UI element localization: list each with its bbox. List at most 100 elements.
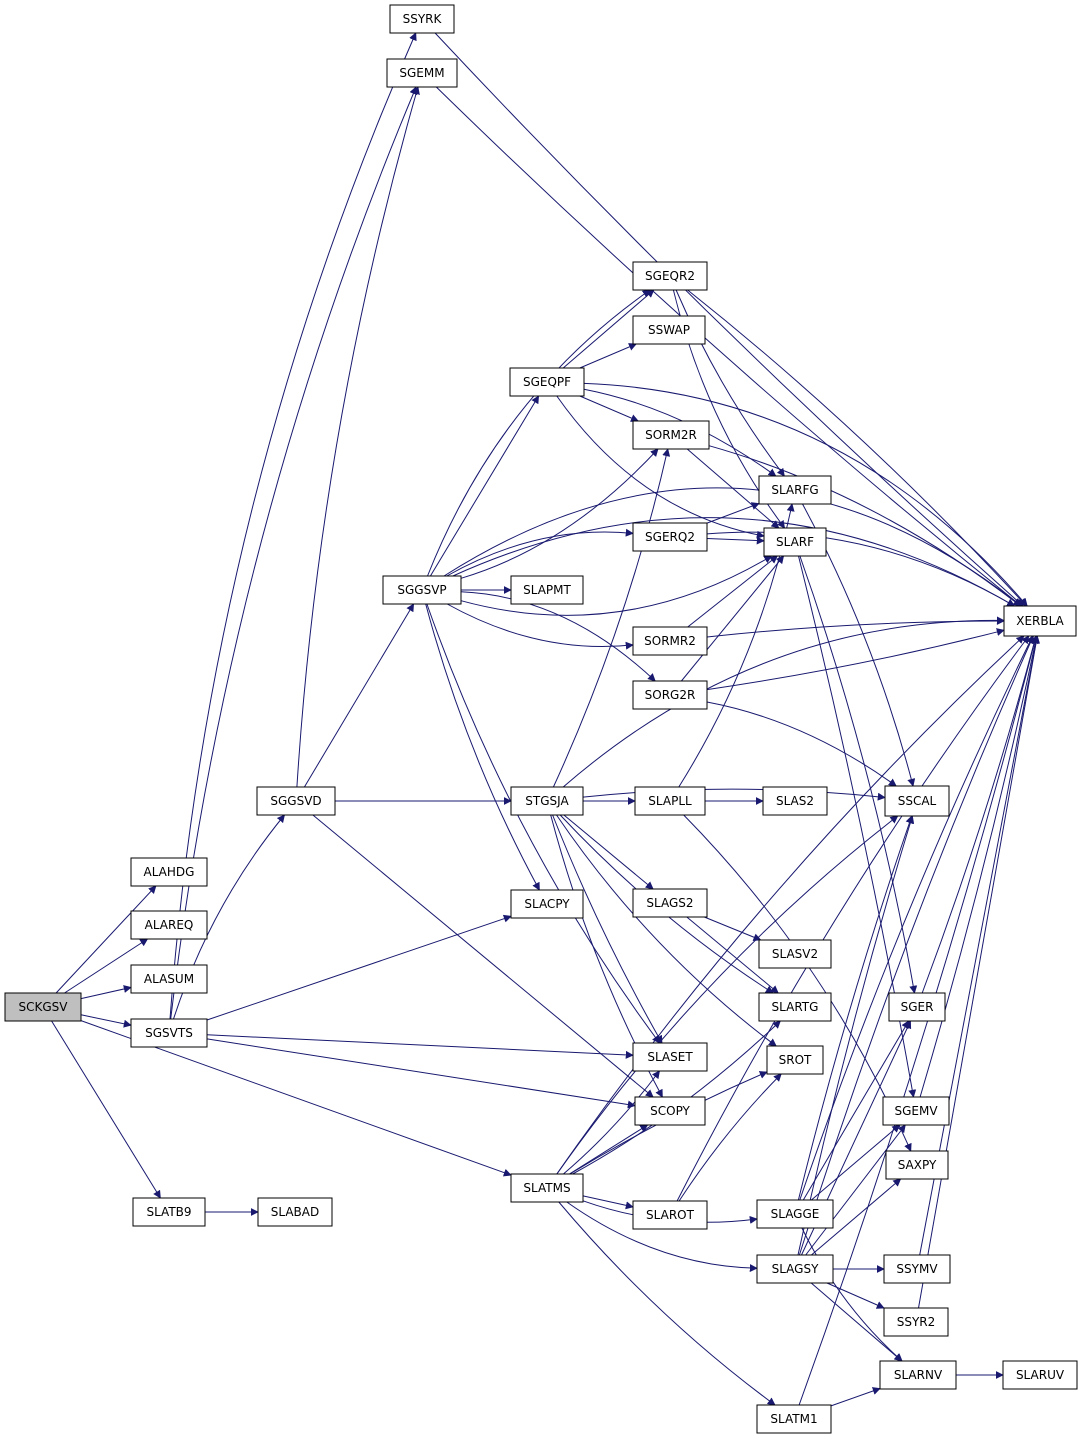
edge-slagsy-to-sscal <box>797 815 915 1256</box>
node-slarnv[interactable]: SLARNV <box>879 1360 957 1390</box>
node-stgsja[interactable]: STGSJA <box>510 786 584 816</box>
node-sckgsv[interactable]: SCKGSV <box>4 992 82 1022</box>
node-sorm2r[interactable]: SORM2R <box>632 420 710 450</box>
node-box <box>510 889 584 919</box>
node-label: SLARNV <box>894 1368 943 1382</box>
node-label: SGERQ2 <box>645 530 695 544</box>
edge-slagge-to-xerbla <box>799 635 1034 1201</box>
node-box <box>509 367 585 397</box>
node-slas2[interactable]: SLAS2 <box>762 786 828 816</box>
node-sgsvts[interactable]: SGSVTS <box>130 1018 208 1048</box>
node-box <box>632 315 706 345</box>
node-box <box>632 626 708 656</box>
node-slarf[interactable]: SLARF <box>763 527 827 557</box>
node-slatm1[interactable]: SLATM1 <box>756 1404 832 1434</box>
node-ssymv[interactable]: SSYMV <box>883 1254 951 1284</box>
node-alasum[interactable]: ALASUM <box>130 964 208 994</box>
edge-slagge-to-slarnv <box>801 1227 903 1362</box>
edge-sckgsv-to-slatb9 <box>51 1020 161 1199</box>
node-sgemv[interactable]: SGEMV <box>882 1096 950 1126</box>
node-box <box>386 58 458 88</box>
node-slasv2[interactable]: SLASV2 <box>758 939 832 969</box>
edge-sgsvts-to-slacpy <box>206 914 512 1021</box>
edge-sggsvp-to-slaset <box>426 603 661 1044</box>
node-slarfg[interactable]: SLARFG <box>758 475 832 505</box>
edge-slarot-to-srot <box>678 1073 782 1202</box>
node-box <box>763 527 827 557</box>
edge-slatms-to-slaset <box>563 1070 660 1175</box>
node-label: SGEQPF <box>523 375 571 389</box>
node-box <box>756 1404 832 1434</box>
node-box <box>883 1307 949 1337</box>
node-label: SLATMS <box>523 1181 570 1195</box>
node-sger[interactable]: SGER <box>888 992 946 1022</box>
node-label: SGGSVD <box>270 794 321 808</box>
nodes: SCKGSV ALAHDG ALAREQ ALASUM SGSVTS SLATB9 SLAB… <box>4 4 1078 1434</box>
edge-slagsy-to-saxpy <box>811 1178 902 1256</box>
node-slagge[interactable]: SLAGGE <box>756 1199 834 1229</box>
node-sswap[interactable]: SSWAP <box>632 315 706 345</box>
node-slaruv[interactable]: SLARUV <box>1002 1360 1078 1390</box>
node-scopy[interactable]: SCOPY <box>634 1096 706 1126</box>
node-srot[interactable]: SROT <box>766 1045 824 1075</box>
node-sscal[interactable]: SSCAL <box>884 785 950 817</box>
node-box <box>758 939 832 969</box>
edge-sckgsv-to-alahdg <box>55 885 157 994</box>
node-sormr2[interactable]: SORMR2 <box>632 626 708 656</box>
node-label: SLAPLL <box>648 794 692 808</box>
node-box <box>257 1197 333 1227</box>
edge-sorm2r-to-xerbla <box>708 445 1022 607</box>
node-slabad[interactable]: SLABAD <box>257 1197 333 1227</box>
edge-slagge-to-sscal <box>797 815 914 1201</box>
node-slacpy[interactable]: SLACPY <box>510 889 584 919</box>
node-box <box>510 1173 584 1203</box>
node-box <box>758 475 832 505</box>
node-slapmt[interactable]: SLAPMT <box>510 575 584 605</box>
node-slaset[interactable]: SLASET <box>632 1042 708 1072</box>
edge-slags2-to-slasv2 <box>704 916 762 941</box>
node-label: SLARFG <box>771 483 818 497</box>
node-label: SSYR2 <box>897 1315 936 1329</box>
node-label: SLAROT <box>646 1208 695 1222</box>
edge-slags2-to-slartg <box>686 916 779 994</box>
node-slatms[interactable]: SLATMS <box>510 1173 584 1203</box>
node-slags2[interactable]: SLAGS2 <box>632 888 708 918</box>
node-ssyr2[interactable]: SSYR2 <box>883 1307 949 1337</box>
edge-sgeqpf-to-sswap <box>579 343 637 369</box>
node-ssyrk[interactable]: SSYRK <box>389 4 455 34</box>
node-sorg2r[interactable]: SORG2R <box>632 680 708 710</box>
node-sgemm[interactable]: SGEMM <box>386 58 458 88</box>
edge-slagsy-to-xerbla <box>798 635 1035 1256</box>
node-alareq[interactable]: ALAREQ <box>130 910 208 940</box>
node-box <box>885 1150 949 1180</box>
node-label: XERBLA <box>1016 614 1064 628</box>
node-slagsy[interactable]: SLAGSY <box>756 1254 834 1284</box>
node-slapll[interactable]: SLAPLL <box>634 786 706 816</box>
node-slartg[interactable]: SLARTG <box>758 992 832 1022</box>
node-slatb9[interactable]: SLATB9 <box>132 1197 206 1227</box>
edge-sgeqpf-to-slarf <box>556 395 765 539</box>
node-alahdg[interactable]: ALAHDG <box>130 857 208 887</box>
edge-sggsvd-to-sggsvp <box>303 603 415 788</box>
node-sgerq2[interactable]: SGERQ2 <box>632 522 708 552</box>
node-sgeqr2[interactable]: SGEQR2 <box>632 261 708 291</box>
node-saxpy[interactable]: SAXPY <box>885 1150 949 1180</box>
node-box <box>510 575 584 605</box>
edge-slatms-to-sscal <box>556 815 899 1175</box>
node-box <box>634 786 706 816</box>
edge-sger-to-xerbla <box>921 635 1039 994</box>
node-label: SLAS2 <box>776 794 814 808</box>
edge-sorg2r-to-slarf <box>681 555 785 682</box>
node-label: SGGSVP <box>397 583 446 597</box>
node-sggsvd[interactable]: SGGSVD <box>256 786 336 816</box>
node-label: SLAPMT <box>523 583 571 597</box>
edge-stgsja-to-sorm2r <box>552 448 671 788</box>
node-xerbla[interactable]: XERBLA <box>1003 605 1077 637</box>
node-box <box>888 992 946 1022</box>
node-label: SSWAP <box>648 323 690 337</box>
edge-stgsja-to-slags2 <box>563 814 654 890</box>
node-sgeqpf[interactable]: SGEQPF <box>509 367 585 397</box>
node-slarot[interactable]: SLAROT <box>632 1200 708 1230</box>
node-sggsvp[interactable]: SGGSVP <box>382 575 462 605</box>
node-label: SGSVTS <box>145 1026 193 1040</box>
